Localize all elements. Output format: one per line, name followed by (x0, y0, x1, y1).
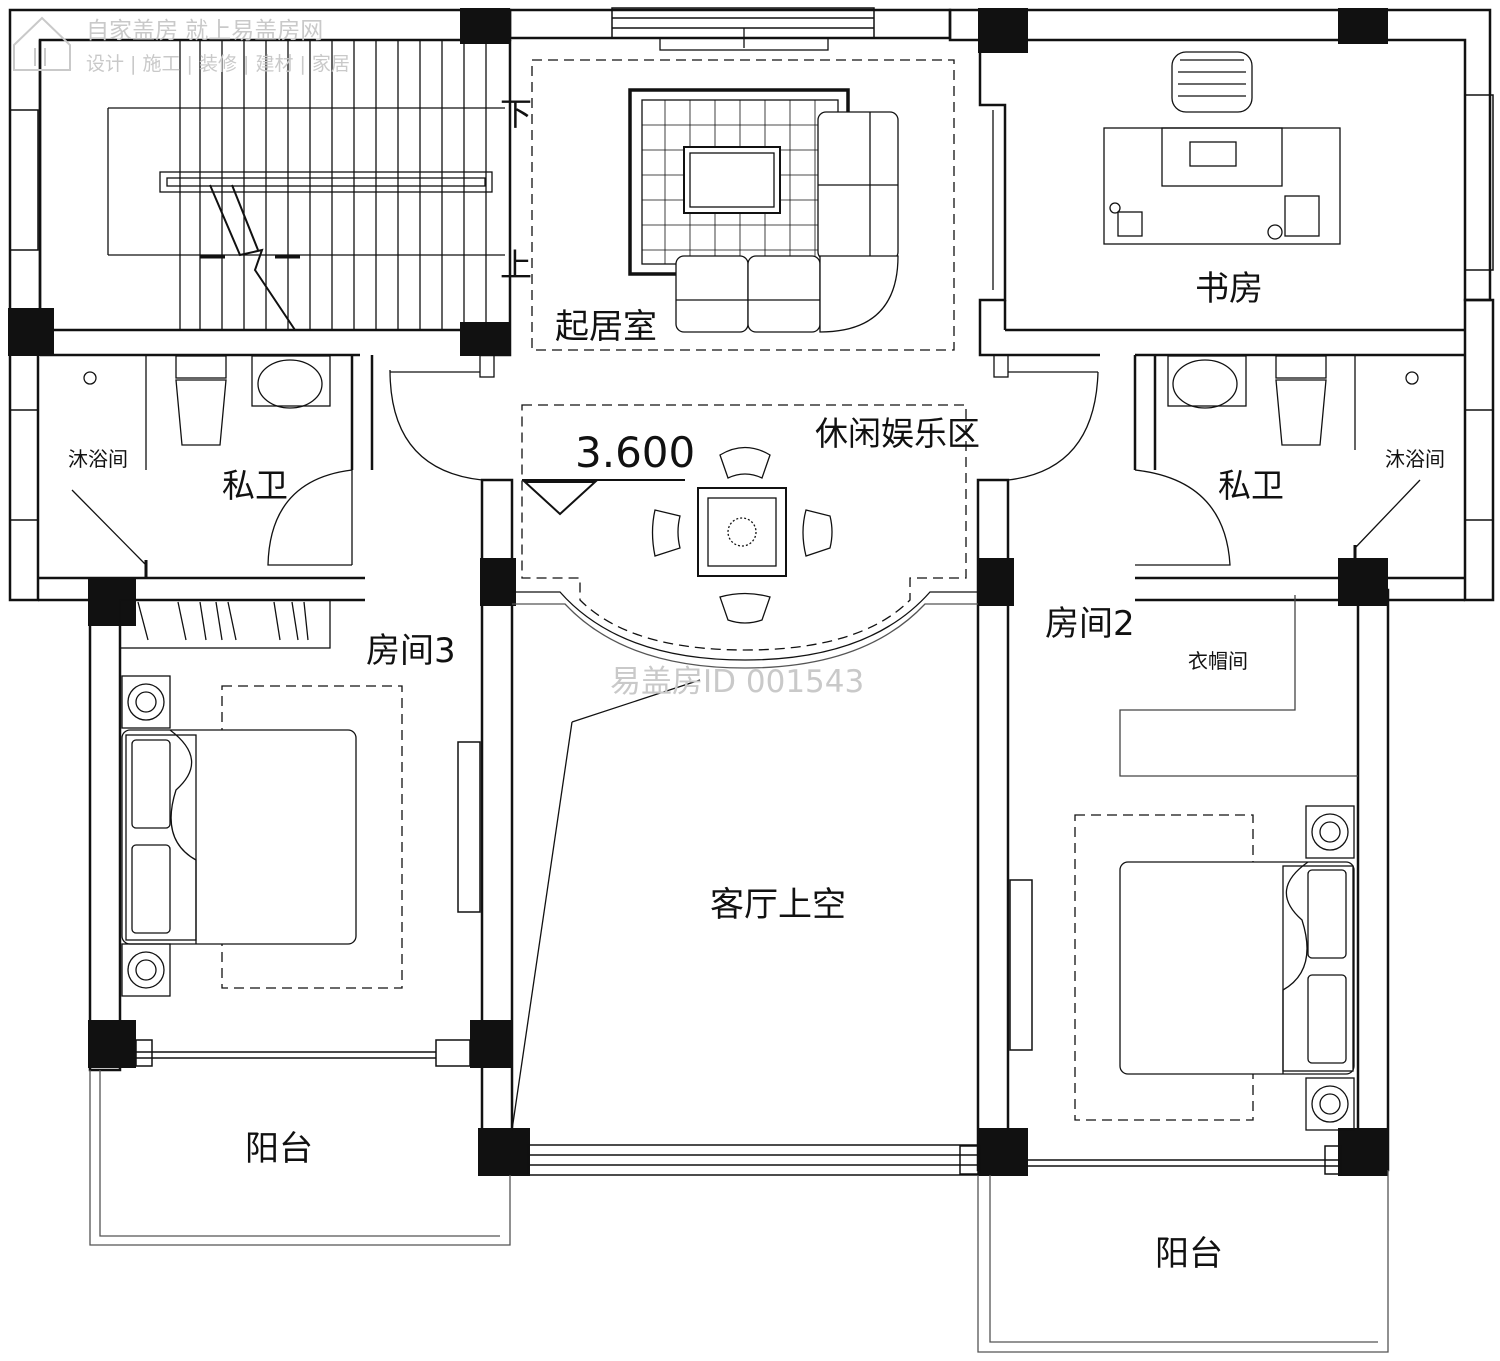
watermark-id-text: 易盖房ID 001543 (610, 664, 864, 700)
room-label-hall-void: 客厅上空 (710, 885, 846, 925)
elevation-label: 3.600 (575, 428, 695, 477)
stair-down-label: 下 (500, 95, 532, 133)
room-label-shower-right: 沐浴间 (1385, 447, 1445, 471)
staircase (107, 40, 505, 331)
living-room-furniture (531, 28, 955, 351)
room-label-bath-right: 私卫 (1218, 466, 1284, 505)
study-furniture (992, 51, 1341, 290)
bathroom-left-fixtures (71, 355, 353, 578)
windows (9, 7, 1494, 1176)
leisure-area (389, 354, 1099, 669)
watermark-brand-text: 自家盖房 就上易盖房网 (86, 18, 323, 44)
watermark-logo (13, 16, 71, 71)
void-indicator-line (511, 721, 573, 1131)
room-label-closet: 衣帽间 (1188, 649, 1248, 673)
room-label-room3: 房间3 (366, 631, 456, 671)
room2-furniture (1074, 595, 1358, 1131)
void-indicator-line-2 (571, 679, 701, 723)
room-label-study: 书房 (1195, 269, 1263, 309)
balconies (89, 1070, 1389, 1353)
bathroom-right-fixtures (1134, 355, 1421, 578)
room-label-shower-left: 沐浴间 (68, 447, 128, 471)
room-label-bath-left: 私卫 (222, 466, 288, 505)
room-label-leisure: 休闲娱乐区 (815, 414, 980, 453)
room-label-balcony-left: 阳台 (245, 1129, 313, 1169)
room-label-balcony-right: 阳台 (1155, 1234, 1223, 1274)
room3-furniture (119, 599, 403, 997)
room-label-living: 起居室 (555, 307, 657, 347)
structural-columns (8, 8, 1388, 1176)
watermark-services-text: 设计 | 施工 | 装修 | 建材 | 家居 (86, 53, 350, 75)
room-label-room2: 房间2 (1045, 604, 1135, 644)
stair-up-label: 上 (500, 246, 532, 284)
